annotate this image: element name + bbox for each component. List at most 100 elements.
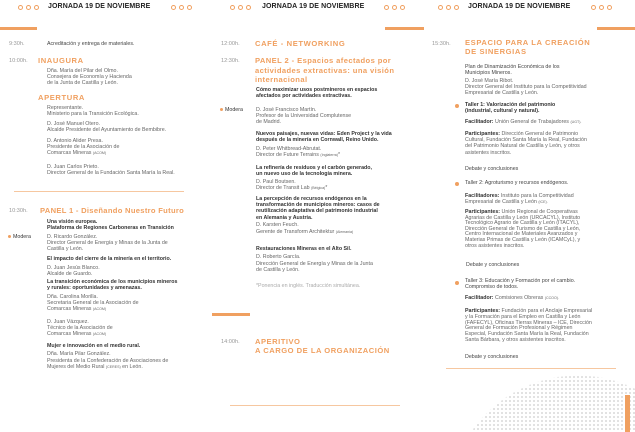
moderator-label: Modera (220, 107, 243, 113)
participants-line: General de Formación Profesional y Régim… (465, 325, 573, 332)
bullet-icon (455, 182, 459, 186)
workshop-line: Compromiso de todos. (465, 284, 519, 291)
participants-text: Unión Regional de Cooperativas (500, 209, 578, 215)
topic: Una visión europea. Plataforma de Region… (47, 219, 174, 231)
accent-bar (385, 27, 424, 30)
speaker-role: Dirección General de Energía y Minas de … (256, 261, 373, 268)
org: Comarcas Mineras (47, 306, 92, 313)
speaker-role: Alcalde Presidente del Ayuntamiento de B… (47, 127, 167, 134)
speaker: D. José Francisco Martín. Profesor de la… (256, 107, 351, 126)
topic-line: La refinería de residuos y el carbón gen… (256, 165, 372, 171)
bullet-icon (8, 235, 11, 239)
circle-icon (400, 5, 405, 10)
facilitator-line: Facilitadores: Instituto para la Competi… (465, 193, 574, 199)
speaker-name: Dña. María Pilar González. (47, 351, 111, 357)
speaker-role: Mujeres del Medio Rural (CERES) en León. (47, 364, 168, 370)
footnote: *Ponencia en inglés. Traducción simultán… (256, 283, 361, 289)
divider (14, 191, 184, 192)
topic: La refinería de residuos y el carbón gen… (256, 165, 372, 177)
speaker-role: de la Junta de Castilla y León. (47, 80, 118, 87)
speaker-role: Comarcas Mineras (ACOM) (47, 331, 113, 337)
speaker-role: Comarcas Mineras (ACOM) (47, 150, 119, 156)
bullet-icon (455, 104, 459, 108)
org-acronym: (UGT). (570, 120, 582, 124)
speaker-role: Empresarial de Castilla y León. (465, 90, 539, 97)
topic-line: en Alemania y Austria. (256, 214, 313, 221)
org: Gerente de Transform Architektur (256, 229, 335, 236)
speaker-role: de Castilla y León. (256, 267, 300, 274)
moderator-text: Modera (225, 107, 243, 113)
org: en León. (122, 364, 143, 371)
participants-line: y la Formación para el Empleo en Castill… (465, 313, 581, 320)
org: Director de Transit Lab (256, 185, 310, 192)
bullet-icon (220, 108, 223, 112)
speaker-role: Director General del Instituto para la C… (465, 84, 587, 91)
topic-line: un nuevo uso de la tecnología minera. (256, 171, 353, 178)
facilitator-label: Facilitador: (465, 119, 494, 125)
accent-bar-vertical (625, 395, 630, 432)
facilitator: Facilitadores: Instituto para la Competi… (465, 193, 574, 205)
footnote-mark: * (325, 185, 328, 192)
section-heading: ESPACIO PARA LA CREACIÓN DE SINERGIAS (465, 38, 591, 56)
heading-line: ESPACIO PARA LA CREACIÓN (465, 38, 591, 47)
section-heading: PANEL 2 - Espacios afectados por activid… (255, 56, 394, 85)
circle-icon (384, 5, 389, 10)
speaker: D. Juan Jesús Blanco. Alcalde de Guardo. (47, 265, 100, 277)
speaker: D. José María Ribot. Director General de… (465, 78, 587, 97)
workshop-line: Taller 1: Valorización del patrimonio (465, 102, 556, 108)
speaker: D. Peter Whitbread-Abrutat. Director de … (256, 146, 340, 158)
participants-label: Participantes: (465, 308, 501, 314)
speaker: D. Paul Boutsen. Director de Transit Lab… (256, 179, 327, 191)
topic: Plan de Dinamización Económica de los Mu… (465, 64, 560, 76)
participants-line: Participantes: Fundación para el Anclaje… (465, 308, 592, 315)
column-1: JORNADA 19 DE NOVIEMBRE 9:30h. Acreditac… (0, 0, 212, 432)
speaker-role: Profesor de la Universidad Complutense (256, 113, 352, 120)
debate: Debate y conclusiones (465, 354, 519, 360)
country: (Inglaterra) (320, 153, 338, 158)
section-heading: INAUGURA (38, 56, 84, 65)
facilitator-label: Facilitador: (465, 295, 494, 301)
circle-icon (179, 5, 184, 10)
section-heading: PANEL 1 - Diseñando Nuestro Futuro (40, 206, 185, 215)
speaker: Dña. María Pilar González. Presidenta de… (47, 351, 168, 371)
facilitator: Facilitador: Comisiones Obreras (CCOO). (465, 295, 559, 301)
circle-icon (438, 5, 443, 10)
participants-line: del Patrimonio Natural de Castilla y Leó… (465, 143, 580, 150)
workshop-line: Taller 3: Educación y Formación por el c… (465, 278, 576, 284)
country: (Alemania) (335, 230, 354, 235)
circle-icon (446, 5, 451, 10)
topic-line: transformación de municipios mineros: ca… (256, 202, 380, 209)
participants-line: Dirección General de Turismo de Castilla… (465, 225, 581, 232)
time: 14:00h. (221, 339, 240, 345)
moderator-text: Modera (13, 234, 31, 240)
divider (446, 368, 616, 369)
participants-line: Centro Internacional de Materiales Avanz… (465, 231, 578, 238)
section-heading: APERTURA (38, 93, 85, 102)
org-acronym: (ACOM) (92, 307, 107, 312)
speaker-role: Gerente de Transform Architektur (Aleman… (256, 229, 353, 235)
speaker-name: D. Ricardo González. (47, 234, 98, 240)
topic: Mujer e innovación en el medio rural. (47, 343, 141, 349)
speaker: Dña. María del Pilar del Olmo. Consejera… (47, 68, 132, 87)
agenda-text: Acreditación y entrega de materiales. (47, 41, 135, 47)
speaker-role: Comarcas Mineras (ACOM) (47, 306, 139, 312)
participants: Participantes: Unión Regional de Coopera… (465, 209, 581, 249)
facilitator-value: Instituto para la Competitividad (499, 193, 574, 199)
participants-line: otros asistentes inscritos. (465, 242, 525, 249)
speaker-name: Dña. Carolina Morilla. (47, 294, 98, 300)
speaker: D. Karsten Feuch. Gerente de Transform A… (256, 222, 353, 235)
accent-bar (0, 27, 37, 30)
day-title: JORNADA 19 DE NOVIEMBRE (468, 3, 571, 10)
topic-line: Cómo maximizar usos postmineros en espac… (256, 87, 378, 93)
topic: La transición económica de los municipio… (47, 279, 177, 291)
speaker-role: Director de Future Terrains (Inglaterra)… (256, 152, 340, 158)
speaker-role: Secretaria General de la Asociación de (47, 300, 139, 307)
column-2: JORNADA 19 DE NOVIEMBRE 12:00h. CAFÉ - N… (212, 0, 424, 432)
speaker-name: D. Antonio Alider Presa. (47, 138, 103, 144)
speaker-role: Director General de la Fundación Santa M… (47, 170, 175, 177)
circle-icon (34, 5, 39, 10)
footnote-mark: * (337, 152, 341, 159)
participants-text: Dirección General de Patrimonio (500, 131, 579, 137)
facilitator-value: Unión General de Trabajadores (495, 119, 569, 125)
speaker-role: Consejera de Economía y Hacienda (47, 74, 132, 81)
